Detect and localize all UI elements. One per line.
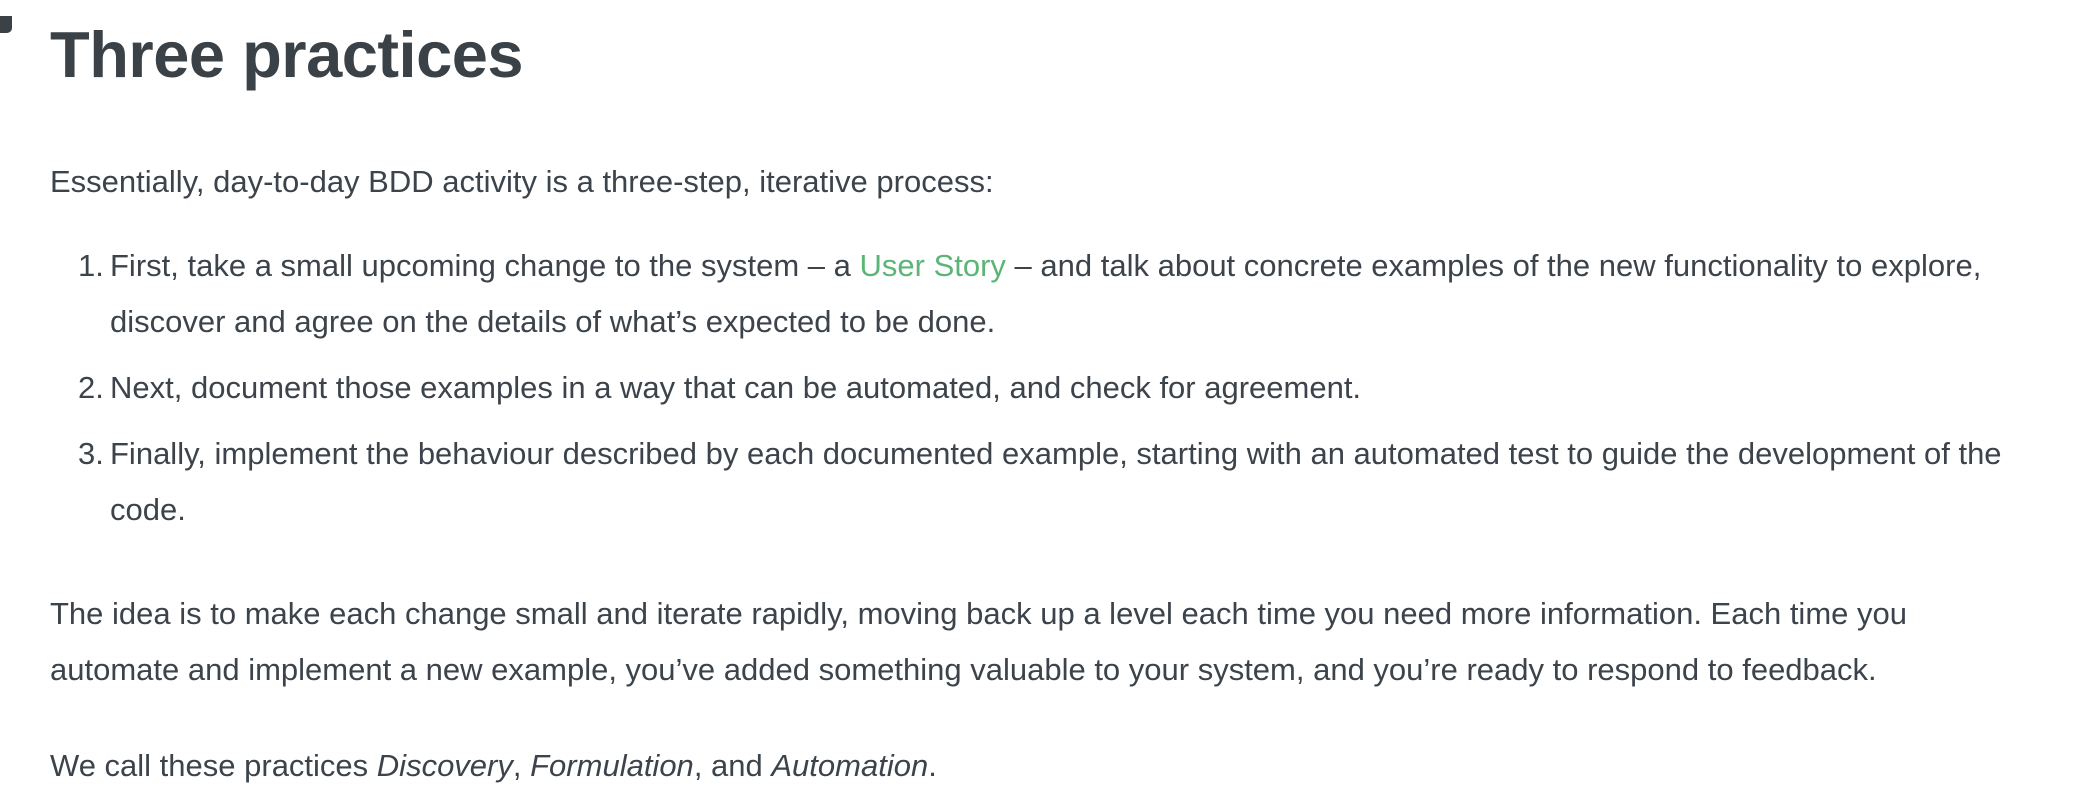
list-item-1-text: First, take a small upcoming change to t… [110,238,2040,350]
list-number-3: 3. [78,436,104,471]
practices-sep1: , [512,748,531,783]
page-title: Three practices [50,18,524,91]
intro-paragraph: Essentially, day-to-day BDD activity is … [50,164,994,199]
numbered-list: 1. First, take a small upcoming change t… [50,238,2040,538]
idea-paragraph: The idea is to make each change small an… [50,596,1907,687]
practices-suffix: . [928,748,937,783]
list-item-1-text-after: – and talk about concrete examples of th… [110,248,1982,339]
clipped-ui-fragment [0,16,12,33]
practices-sep2: , and [693,748,772,783]
practice-term-automation: Automation [771,748,929,783]
practices-prefix: We call these practices [50,748,377,783]
list-item-1-text-before: First, take a small upcoming change to t… [110,248,860,283]
list-item-2: 2. Next, document those examples in a wa… [50,360,2040,416]
list-item-3-text: Finally, implement the behaviour describ… [110,436,2002,527]
list-item-2-text: Next, document those examples in a way t… [110,370,1362,405]
content-area: Three practices Essentially, day-to-day … [0,16,2084,794]
list-item-1: 1. First, take a small upcoming change t… [50,238,2040,350]
practice-term-formulation: Formulation [530,748,694,783]
list-number-2: 2. [78,370,104,405]
user-story-link[interactable]: User Story [859,248,1006,283]
list-number-1: 1. [78,248,104,283]
list-item-3: 3. Finally, implement the behaviour desc… [50,426,2040,538]
practices-paragraph: We call these practices Discovery, Formu… [50,738,2040,794]
practice-term-discovery: Discovery [376,748,513,783]
